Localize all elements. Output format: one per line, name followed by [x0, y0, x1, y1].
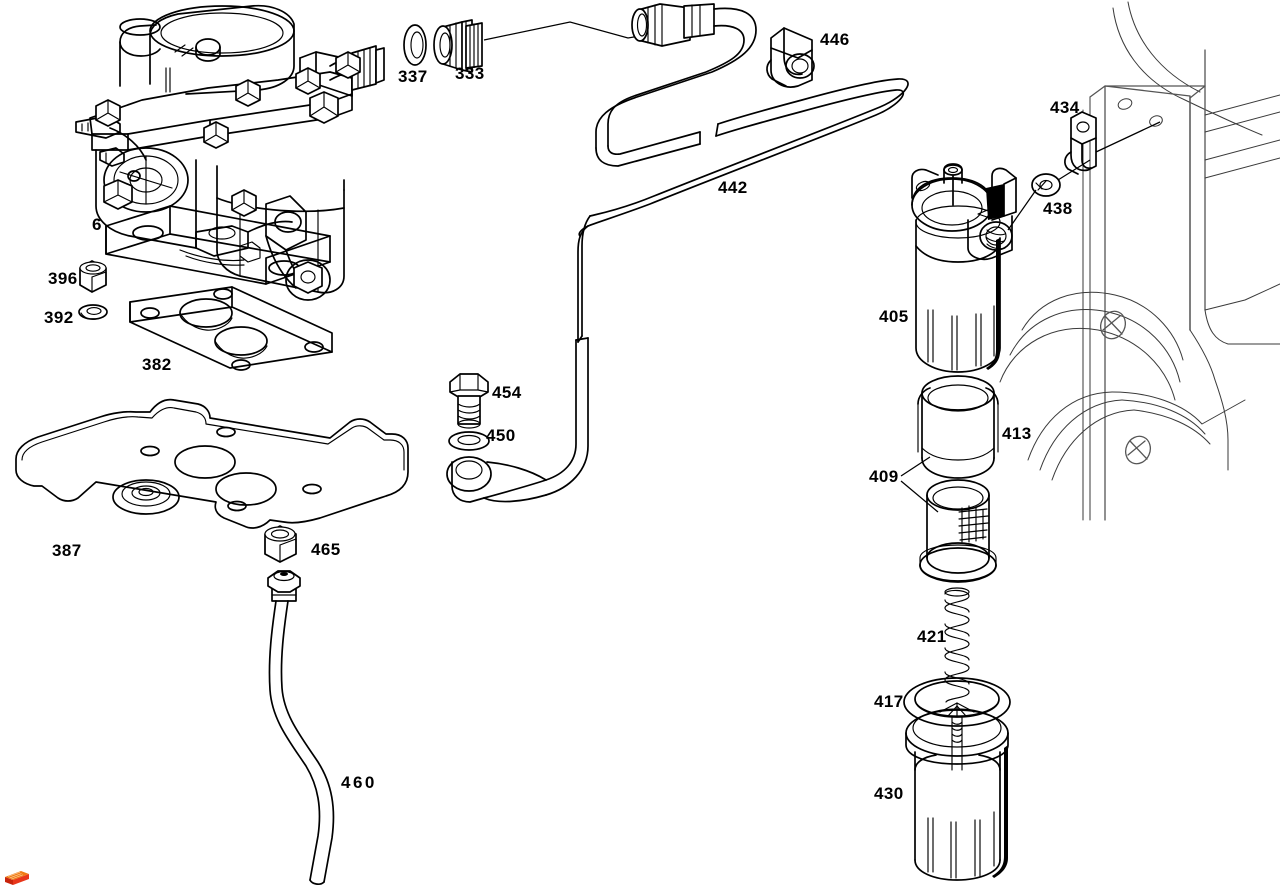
callout-382: 382: [142, 355, 172, 374]
p-clip-434-art: [1064, 111, 1097, 175]
callout-442: 442: [718, 178, 748, 197]
washer-438-art: [1031, 173, 1061, 197]
callout-454: 454: [492, 383, 522, 402]
filter-bowl-430-art: [905, 708, 1009, 881]
callout-396: 396: [48, 269, 78, 288]
fuel-line-442-art: [577, 3, 909, 343]
banjo-fitting-333-art: [433, 19, 483, 73]
callout-333: 333: [455, 64, 485, 83]
ghost-engine-outline: [999, 1, 1280, 521]
callout-337: 337: [398, 67, 428, 86]
carburetor-assembly-art: [75, 4, 385, 301]
callout-417: 417: [874, 692, 904, 711]
filter-sleeve-413-art: [917, 375, 999, 479]
corner-logo: [5, 871, 29, 885]
callout-421: 421: [917, 627, 947, 646]
spacer-plate-382-art: [129, 286, 333, 371]
hose-clip-446-art: [766, 27, 815, 88]
leader-413: [900, 456, 931, 477]
filter-screen-409-art: [919, 479, 997, 583]
sealing-ring-337-art: [403, 24, 427, 66]
callout-405: 405: [879, 307, 909, 326]
callout-430: 430: [874, 784, 904, 803]
callout-409: 409: [869, 467, 899, 486]
fuel-filter-405-art: [911, 163, 1017, 373]
callout-434: 434: [1050, 98, 1080, 117]
washer-392-art: [78, 304, 108, 320]
callout-6: 6: [92, 215, 102, 234]
callout-450: 450: [486, 426, 516, 445]
spring-seat-417-art: [903, 677, 1011, 727]
leader-333: [483, 21, 641, 41]
callout-413: 413: [1002, 424, 1032, 443]
callout-438: 438: [1043, 199, 1073, 218]
banjo-washer-450-art: [448, 431, 490, 451]
banjo-bolt-454-art: [449, 373, 489, 429]
fuel-pipe-elbow-art: [446, 337, 589, 503]
callout-387: 387: [52, 541, 82, 560]
manifold-gasket-387-art: [15, 398, 409, 529]
callout-465: 465: [311, 540, 341, 559]
callout-392: 392: [44, 308, 74, 327]
fuel-line-460-art: [267, 570, 335, 886]
leader-409: [900, 480, 939, 513]
hex-nut-465-art: [264, 525, 297, 563]
callout-446: 446: [820, 30, 850, 49]
filter-spring-421-art: [944, 587, 970, 703]
callout-460: 460: [341, 773, 377, 792]
hex-nut-396-art: [79, 260, 107, 293]
